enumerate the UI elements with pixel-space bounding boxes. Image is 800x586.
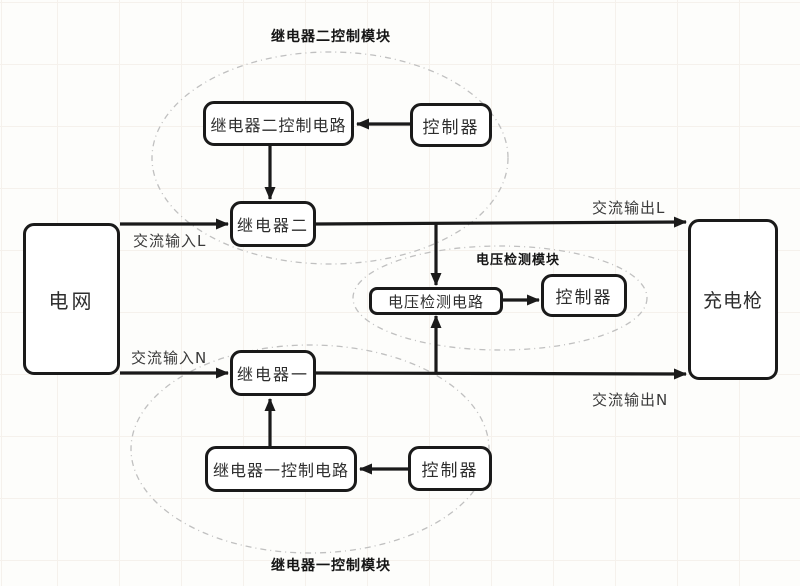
controller-middle-node: 控制器 — [541, 274, 627, 317]
relay2-node: 继电器二 — [230, 201, 316, 247]
relay2-module-ellipse — [151, 51, 509, 265]
relay2-module-label: 继电器二控制模块 — [271, 29, 391, 45]
relay1-module-label: 继电器一控制模块 — [271, 558, 391, 574]
ac-output-n-label: 交流输出N — [592, 391, 669, 409]
relay1-control-circuit-node: 继电器一控制电路 — [205, 446, 357, 492]
edge-relay2-to-gun — [315, 216, 687, 228]
voltage-module-label: 电压检测模块 — [476, 253, 561, 268]
controller-top-node: 控制器 — [410, 103, 492, 147]
relay2-control-circuit-node: 继电器二控制电路 — [203, 101, 354, 146]
ac-input-n-label: 交流输入N — [131, 349, 208, 367]
voltage-module-ellipse — [352, 245, 648, 351]
controller-bottom-node: 控制器 — [408, 446, 492, 491]
ac-output-l-label: 交流输出L — [592, 199, 666, 217]
ac-input-l-label: 交流输入L — [133, 232, 207, 250]
voltage-detect-circuit-node: 电压检测电路 — [369, 287, 503, 315]
relay1-node: 继电器一 — [230, 350, 316, 396]
grid-node: 电网 — [23, 223, 120, 375]
charging-gun-node: 充电枪 — [688, 219, 778, 380]
edge-relay1-to-gun — [315, 368, 687, 380]
